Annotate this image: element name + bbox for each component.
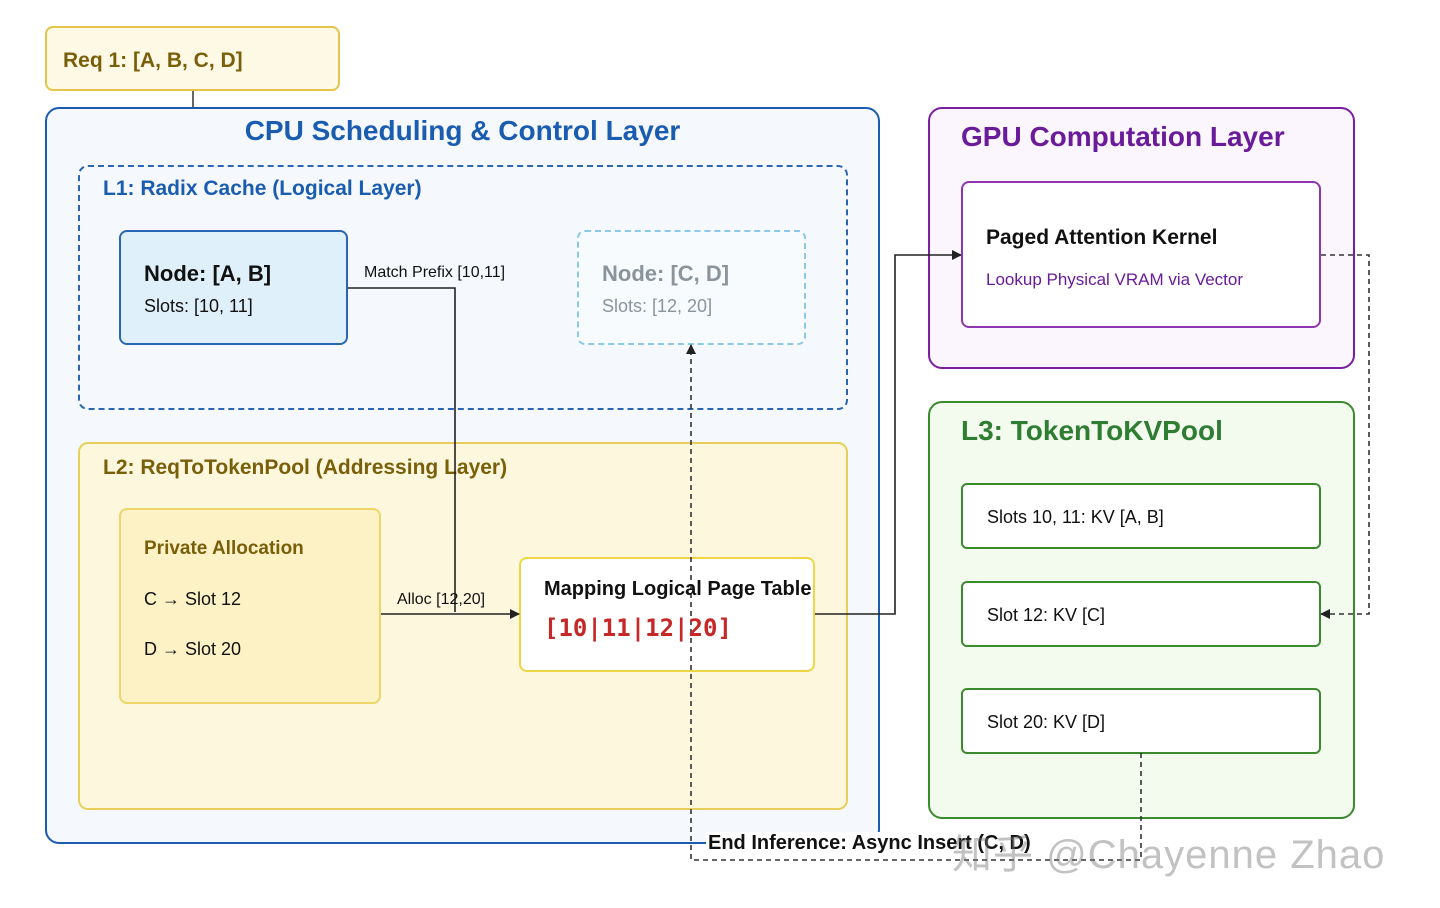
l2-title: L2: ReqToTokenPool (Addressing Layer) bbox=[103, 456, 508, 479]
request-label: Req 1: [A, B, C, D] bbox=[63, 49, 243, 72]
kv-slot-10-11: Slots 10, 11: KV [A, B] bbox=[961, 483, 1321, 549]
kv-slot-12: Slot 12: KV [C] bbox=[961, 581, 1321, 647]
node-ab: Node: [A, B] Slots: [10, 11] bbox=[119, 230, 348, 345]
mapping-title: Mapping Logical Page Table bbox=[544, 578, 812, 600]
kv-slot-label: Slots 10, 11: KV [A, B] bbox=[987, 507, 1164, 527]
watermark: 知乎 @Chayenne Zhao bbox=[952, 833, 1386, 877]
end-inference-label: End Inference: Async Insert (C, D) bbox=[706, 832, 1033, 855]
gpu-layer-title: GPU Computation Layer bbox=[961, 121, 1285, 152]
node-ab-title: Node: [A, B] bbox=[144, 261, 272, 286]
kernel-title: Paged Attention Kernel bbox=[986, 226, 1218, 249]
kv-slot-20: Slot 20: KV [D] bbox=[961, 688, 1321, 754]
cpu-layer-title: CPU Scheduling & Control Layer bbox=[244, 115, 681, 146]
kv-slot-label: Slot 20: KV [D] bbox=[987, 712, 1106, 732]
d-slot-label: D → Slot 20 bbox=[144, 639, 242, 659]
node-ab-slots: Slots: [10, 11] bbox=[144, 296, 253, 316]
node-cd-slots: Slots: [12, 20] bbox=[602, 296, 713, 316]
c-slot-label: C → Slot 12 bbox=[144, 589, 242, 609]
node-cd-title: Node: [C, D] bbox=[602, 261, 730, 286]
mapping-value: [10|11|12|20] bbox=[544, 614, 732, 642]
match-prefix-label: Match Prefix [10,11] bbox=[364, 264, 506, 281]
node-cd: Node: [C, D] Slots: [12, 20] bbox=[577, 230, 806, 345]
paged-attention-kernel-box bbox=[961, 181, 1321, 328]
l3-title: L3: TokenToKVPool bbox=[961, 415, 1223, 446]
kv-slot-label: Slot 12: KV [C] bbox=[987, 605, 1106, 625]
private-allocation-title: Private Allocation bbox=[144, 538, 304, 559]
kernel-subtitle: Lookup Physical VRAM via Vector bbox=[986, 270, 1244, 289]
l1-title: L1: Radix Cache (Logical Layer) bbox=[103, 177, 422, 200]
request-box: Req 1: [A, B, C, D] bbox=[45, 26, 340, 91]
alloc-label: Alloc [12,20] bbox=[397, 591, 486, 608]
